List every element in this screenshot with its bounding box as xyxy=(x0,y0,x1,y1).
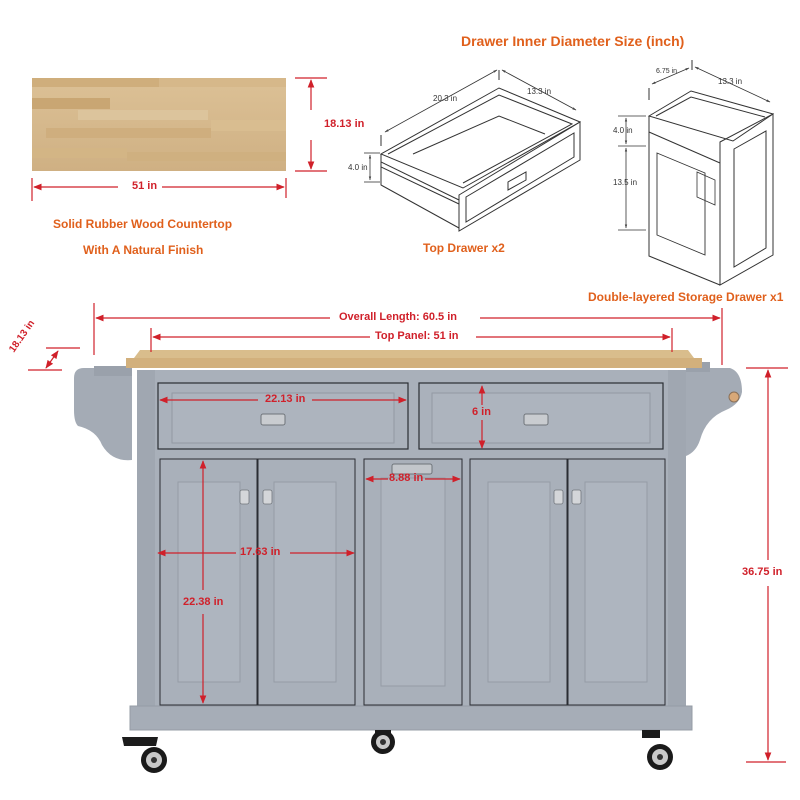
countertop-caption-line2: With A Natural Finish xyxy=(83,243,204,257)
storage-drawer-drawing xyxy=(618,60,775,286)
storage-drawer-caption: Double-layered Storage Drawer x1 xyxy=(588,290,784,304)
overall-height-label: 36.75 in xyxy=(742,566,783,578)
top-panel-label: Top Panel: 51 in xyxy=(373,330,461,342)
top-drawer-drawing xyxy=(364,69,582,232)
cabinet-width-label: 17.63 in xyxy=(240,546,281,558)
drawer-height-label: 6 in xyxy=(472,406,491,418)
narrow-door-width-label: 8.88 in xyxy=(389,472,424,484)
countertop-sample xyxy=(32,78,286,171)
caster-middle xyxy=(371,730,395,754)
storage-drawer-depth-label: 13.3 in xyxy=(718,77,743,86)
storage-drawer-upper-height-label: 4.0 in xyxy=(613,126,633,135)
cart-dimension-lines xyxy=(28,303,788,763)
storage-drawer-lower-height-label: 13.5 in xyxy=(613,178,638,187)
overall-length-label: Overall Length: 60.5 in xyxy=(337,311,459,323)
caster-left xyxy=(122,737,167,773)
top-drawer-length-label: 20.3 in xyxy=(433,94,458,103)
top-drawer-height-label: 4.0 in xyxy=(348,163,368,172)
cabinet-height-label: 22.38 in xyxy=(183,596,224,608)
countertop-width-label: 51 in xyxy=(132,180,158,192)
countertop-depth-label: 18.13 in xyxy=(324,118,365,130)
drawer-width-label: 22.13 in xyxy=(265,393,306,405)
drawer-size-title: Drawer Inner Diameter Size (inch) xyxy=(461,33,685,49)
top-drawer-depth-label: 13.3 in xyxy=(527,87,552,96)
kitchen-cart xyxy=(74,350,742,773)
top-drawer-caption: Top Drawer x2 xyxy=(423,241,505,255)
caster-right xyxy=(642,730,673,770)
countertop-caption-line1: Solid Rubber Wood Countertop xyxy=(53,217,233,231)
storage-drawer-width-label: 6.75 in xyxy=(656,68,678,75)
